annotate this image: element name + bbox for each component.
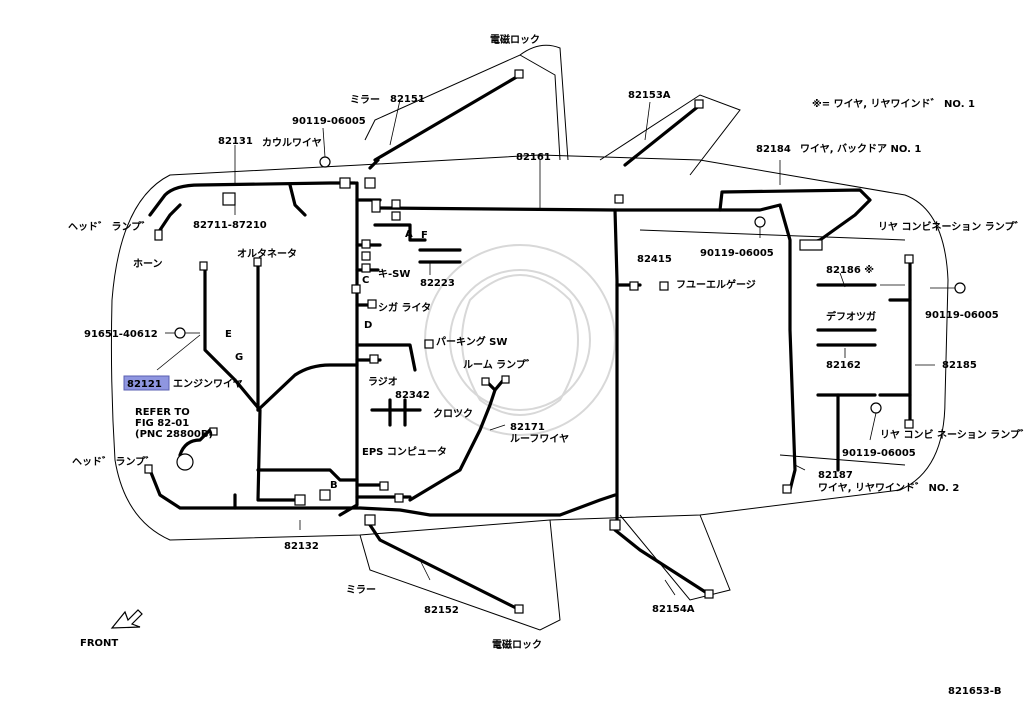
label-key-sw: キ-SW xyxy=(378,268,410,280)
label-radio: ラジオ xyxy=(368,376,398,388)
label-82171: 82171 xyxy=(510,422,545,433)
label-82711: 82711-87210 xyxy=(193,220,267,231)
label-mirror-bottom: ミラー xyxy=(346,584,376,596)
label-82185: 82185 xyxy=(942,360,977,371)
label-g: G xyxy=(235,352,243,363)
label-fig-id: 821653-B xyxy=(948,686,1002,697)
label-pnc: (PNC 28800B) xyxy=(135,429,213,440)
label-cigar-lighter: シガ ライタ xyxy=(378,301,431,314)
label-90119-top: 90119-06005 xyxy=(292,116,366,127)
label-82186: 82186 ※ xyxy=(826,264,874,276)
label-mirror-top: ミラー xyxy=(350,94,380,106)
label-f: F xyxy=(421,230,428,241)
labels: 電磁ロック ※= ワイヤ, リヤワインド゛ NO. 1 ミラー 82151 82… xyxy=(68,33,1024,697)
label-82152: 82152 xyxy=(424,605,459,616)
label-cowl-wire: カウルワイヤ xyxy=(262,137,322,149)
label-parking-sw: パーキング SW xyxy=(436,335,507,348)
label-82187: 82187 xyxy=(818,470,853,481)
label-clock: クロツク xyxy=(433,408,473,420)
label-rear-combi-bottom: リヤ コンビ ネーション ランプ゛ xyxy=(880,428,1024,441)
label-head-lamp-top: ヘッド゛ ランプ゛ xyxy=(68,220,151,233)
label-d: D xyxy=(364,320,372,331)
label-a: A xyxy=(405,229,413,240)
label-82223: 82223 xyxy=(420,278,455,289)
label-82415: 82415 xyxy=(637,254,672,265)
label-back-door-wire: ワイヤ, バックドア NO. 1 xyxy=(800,143,921,155)
label-b: B xyxy=(330,480,338,491)
label-refer-to: REFER TO xyxy=(135,407,190,418)
label-91651: 91651-40612 xyxy=(84,329,158,340)
label-82184: 82184 xyxy=(756,144,791,155)
vehicle-body-outline xyxy=(110,44,949,631)
label-82161: 82161 xyxy=(516,152,551,163)
label-fig: FIG 82-01 xyxy=(135,418,189,429)
label-82153a: 82153A xyxy=(628,90,671,101)
label-room-lamp: ルーム ランプ゛ xyxy=(463,358,536,371)
label-note-star: ※= ワイヤ, リヤワインド゛ NO. 1 xyxy=(812,97,975,110)
label-denji-lock-top: 電磁ロック xyxy=(490,33,540,46)
label-82132: 82132 xyxy=(284,541,319,552)
label-82342: 82342 xyxy=(395,390,430,401)
label-head-lamp-bottom: ヘッド゛ ランプ゛ xyxy=(72,455,155,468)
label-denji-lock-bottom: 電磁ロック xyxy=(492,638,542,651)
label-defogger: デフオツガ xyxy=(826,310,876,323)
label-82131: 82131 xyxy=(218,136,253,147)
label-c: C xyxy=(362,275,369,286)
label-90119-right: 90119-06005 xyxy=(925,310,999,321)
leader-lines xyxy=(156,99,955,596)
label-horn: ホーン xyxy=(133,258,163,270)
label-82121: 82121 xyxy=(127,379,162,390)
label-front: FRONT xyxy=(80,638,118,649)
label-82151: 82151 xyxy=(390,94,425,105)
label-e: E xyxy=(225,329,232,340)
label-90119-mid: 90119-06005 xyxy=(700,248,774,259)
label-fuel-gauge: フユーエルゲージ xyxy=(676,278,756,291)
label-eps: EPS コンピュータ xyxy=(362,446,447,458)
label-rear-wind-wire2: ワイヤ, リヤワインド゛ NO. 2 xyxy=(818,481,959,494)
highlight-82121 xyxy=(123,375,170,391)
front-arrow-icon xyxy=(110,609,143,629)
label-rear-combi-top: リヤ コンビネーション ランプ゛ xyxy=(878,220,1024,233)
label-roof-wire: ルーフワイヤ xyxy=(510,433,569,445)
label-90119-low: 90119-06005 xyxy=(842,448,916,459)
label-82154a: 82154A xyxy=(652,604,695,615)
label-engine-wire: エンジンワイヤ xyxy=(173,378,243,390)
label-alternator: オルタネータ xyxy=(237,248,297,260)
label-82162: 82162 xyxy=(826,360,861,371)
